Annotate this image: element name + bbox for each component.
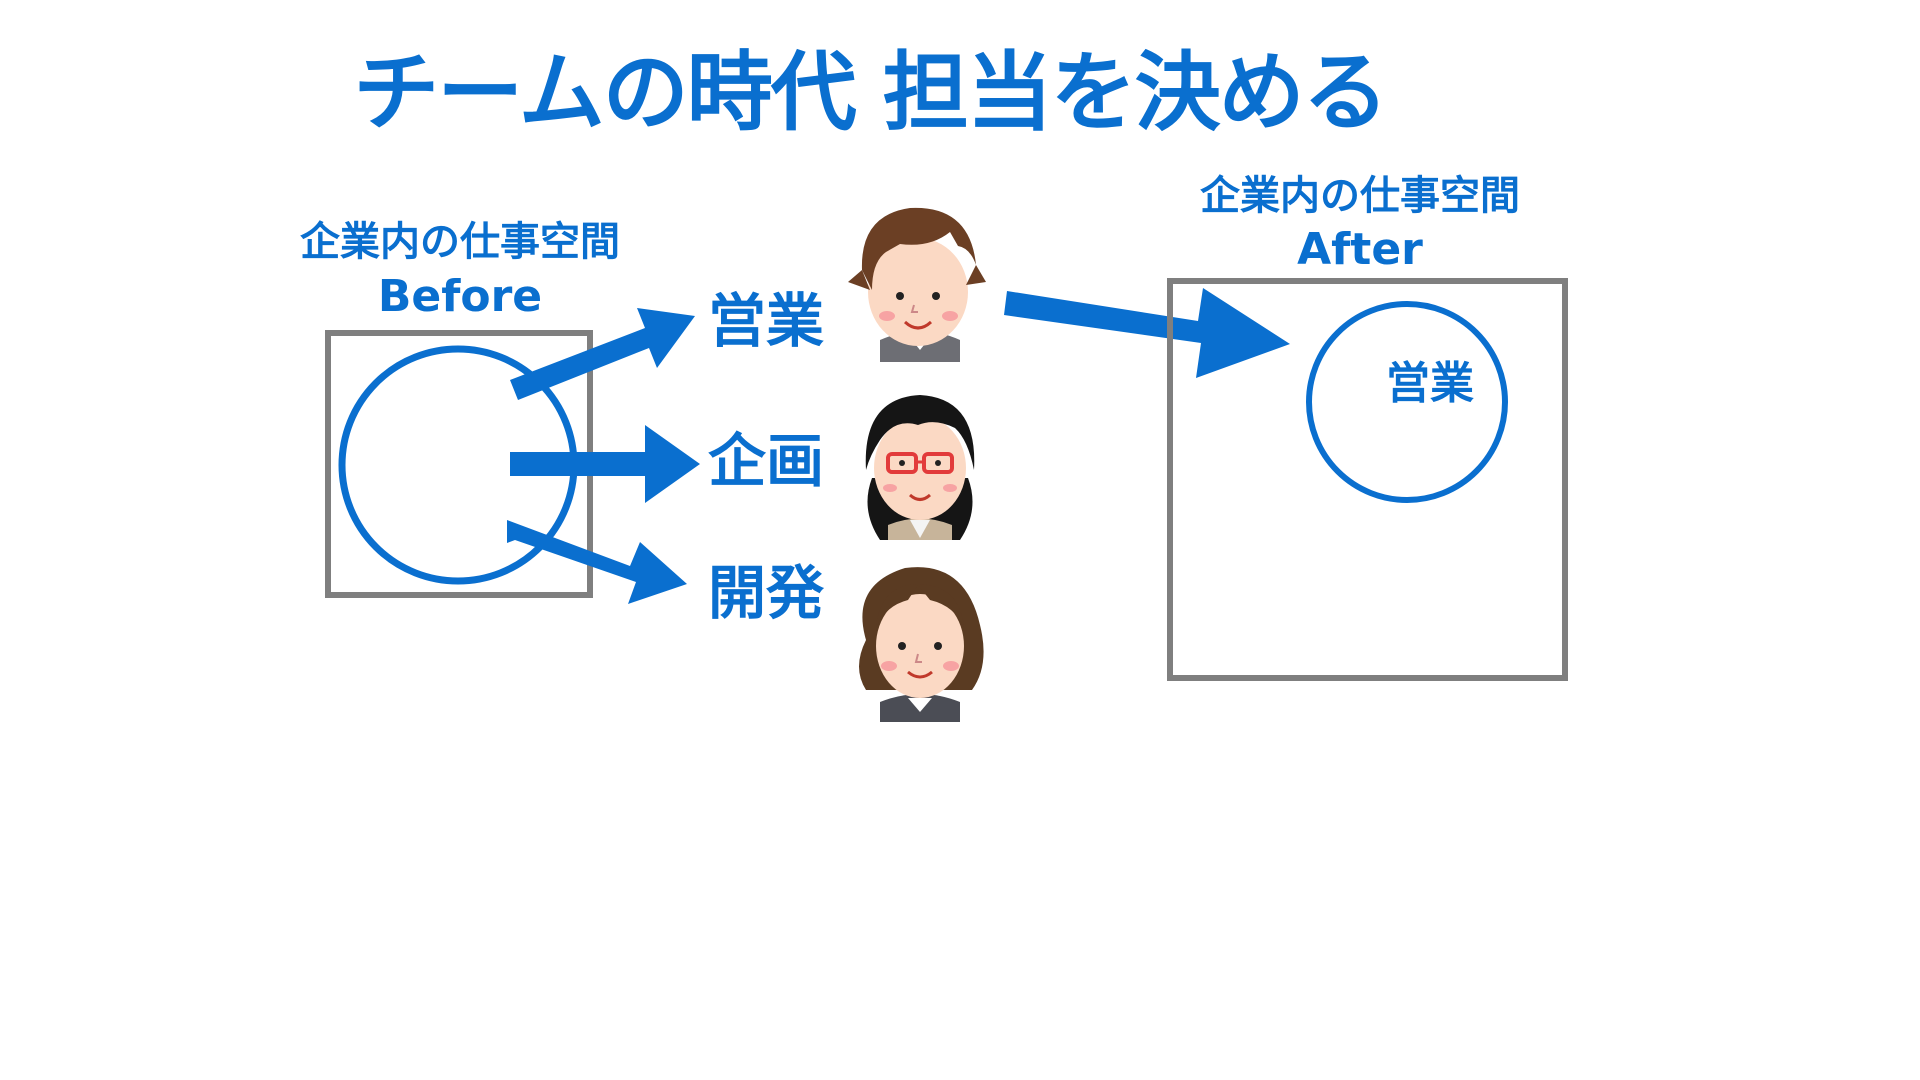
after-workspace-box: [1167, 278, 1568, 681]
person-long-hair-icon: [859, 567, 984, 722]
after-caption-line1: 企業内の仕事空間: [1200, 173, 1520, 219]
after-circle-label: 営業: [1386, 358, 1474, 409]
role-label-sales: 営業: [708, 287, 825, 355]
arrow-to-after: [1004, 288, 1290, 378]
after-caption-line2: After: [1297, 224, 1423, 275]
role-label-development: 開発: [708, 559, 825, 627]
before-caption-line1: 企業内の仕事空間: [300, 219, 620, 265]
person-brown-hair-icon: [848, 207, 986, 362]
after-sales-circle: [1306, 301, 1508, 503]
arrow-to-sales: [510, 308, 695, 400]
before-caption-line2: Before: [377, 271, 543, 322]
person-glasses-icon: [865, 395, 975, 540]
arrow-to-development: [507, 520, 687, 604]
arrow-to-planning: [510, 425, 700, 503]
role-label-planning: 企画: [708, 427, 825, 495]
slide-title: チームの時代 担当を決める: [353, 43, 1388, 143]
